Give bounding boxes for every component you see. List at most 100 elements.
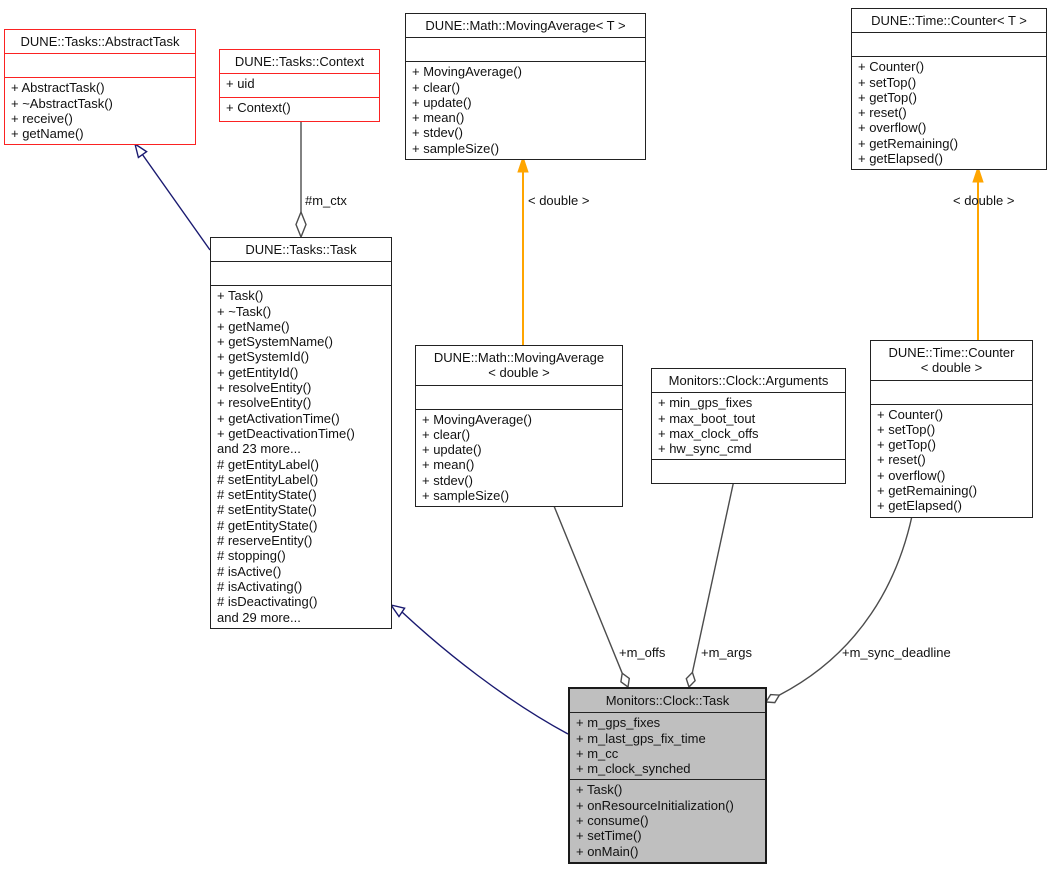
aggregation-diamond-m-ctx [295,210,307,239]
member-row: + m_last_gps_fix_time [576,730,706,746]
attributes-compartment [5,53,195,77]
class-title: DUNE::Math::MovingAverage < double > [433,350,605,381]
methods-compartment: + Context() [220,97,379,121]
attributes-compartment: + m_gps_fixes+ m_last_gps_fix_time+ m_cc… [570,712,765,779]
member-row: + stdev() [422,472,473,488]
member-row: + Task() [217,288,264,304]
member-row: + stdev() [412,125,463,141]
member-row: + getActivationTime() [217,410,340,426]
class-box-dune-tasks-abstracttask[interactable]: DUNE::Tasks::AbstractTask + AbstractTask… [4,29,196,146]
member-row: + overflow() [877,467,946,483]
member-row: + getName() [11,126,84,142]
attributes-compartment: + uid [220,73,379,97]
edge-inheritance-clocktask-to-task [401,611,569,735]
methods-compartment: + Task()+ ~Task()+ getName()+ getSystemN… [211,285,391,628]
template-arrowhead-counter [972,165,984,183]
member-row: + Task() [576,782,623,798]
class-box-dune-time-counter-double[interactable]: DUNE::Time::Counter < double > + Counter… [870,340,1033,518]
class-box-monitors-clock-arguments[interactable]: Monitors::Clock::Arguments + min_gps_fix… [651,368,846,485]
methods-compartment: + Counter()+ setTop()+ getTop()+ reset()… [871,403,1032,517]
aggregation-diamond-m-sync-deadline [764,693,781,704]
class-title: DUNE::Time::Counter< T > [871,13,1027,28]
edge-inheritance-task-to-abstracttask [141,154,211,251]
member-row: + uid [226,76,255,92]
methods-compartment: + MovingAverage()+ clear()+ update()+ me… [416,408,622,507]
inheritance-arrowhead-abstracttask [133,142,148,159]
class-box-monitors-clock-task[interactable]: Monitors::Clock::Task + m_gps_fixes+ m_l… [568,687,767,864]
inheritance-arrowhead-task [389,603,406,618]
edge-aggregation-m-args [691,479,735,673]
member-row: + m_gps_fixes [576,715,661,731]
class-box-dune-math-movingaverage-double[interactable]: DUNE::Math::MovingAverage < double > + M… [415,345,623,508]
methods-compartment: + AbstractTask()+ ~AbstractTask()+ recei… [5,77,195,144]
member-row: # setEntityState() [217,487,317,503]
class-box-dune-tasks-context[interactable]: DUNE::Tasks::Context + uid + Context() [219,49,380,123]
template-arrowhead-movingaverage [517,155,529,173]
member-row: # isActivating() [217,578,303,594]
member-row: + sampleSize() [422,488,510,504]
member-row: # stopping() [217,548,286,564]
member-row: and 23 more... [217,441,301,457]
member-row: + getElapsed() [877,498,962,514]
member-row: + consume() [576,813,649,829]
member-row: + getDeactivationTime() [217,425,355,441]
member-row: # getEntityLabel() [217,456,319,472]
member-row: + mean() [412,110,465,126]
member-row: + resolveEntity() [217,380,312,396]
member-row: + Counter() [877,406,944,422]
edge-label-m-sync-deadline: +m_sync_deadline [842,645,951,660]
member-row: + sampleSize() [412,140,500,156]
member-row: # isDeactivating() [217,594,318,610]
member-row: + clear() [412,79,461,95]
member-row: + getRemaining() [877,483,978,499]
member-row: + onMain() [576,843,639,859]
member-row: + min_gps_fixes [658,395,753,411]
member-row: + getRemaining() [858,135,959,151]
member-row: + Context() [226,100,291,116]
edge-label-template-double-right: < double > [953,193,1015,208]
methods-compartment: + Counter()+ setTop()+ getTop()+ reset()… [852,56,1046,169]
member-row: + resolveEntity() [217,395,312,411]
methods-compartment: + MovingAverage()+ clear()+ update()+ me… [406,61,645,159]
member-row: # getEntityState() [217,517,318,533]
member-row: + ~Task() [217,303,272,319]
member-row: + Counter() [858,59,925,75]
edge-aggregation-m-sync-deadline [778,515,913,696]
member-row: # setEntityState() [217,502,317,518]
member-row: + getSystemId() [217,349,310,365]
member-row: + ~AbstractTask() [11,95,113,111]
member-row: + hw_sync_cmd [658,441,752,457]
member-row: + update() [412,94,472,110]
class-box-dune-math-movingaverage-t[interactable]: DUNE::Math::MovingAverage< T > + MovingA… [405,13,646,161]
edge-label-m-ctx: #m_ctx [305,193,347,208]
class-title: DUNE::Tasks::AbstractTask [20,34,180,49]
member-row: + receive() [11,110,73,126]
attributes-compartment [211,261,391,285]
member-row: + m_clock_synched [576,761,691,777]
attributes-compartment: + min_gps_fixes+ max_boot_tout+ max_cloc… [652,392,845,459]
attributes-compartment [852,32,1046,56]
member-row: + reset() [877,452,926,468]
attributes-compartment [871,379,1032,404]
member-row: + overflow() [858,120,927,136]
member-row: + MovingAverage() [412,64,522,80]
member-row: # isActive() [217,563,282,579]
class-box-dune-time-counter-t[interactable]: DUNE::Time::Counter< T > + Counter()+ se… [851,8,1047,171]
edge-label-m-offs: +m_offs [619,645,666,660]
member-row: # reserveEntity() [217,533,313,549]
member-row: + reset() [858,105,907,121]
member-row: and 29 more... [217,609,301,625]
edge-label-template-double-left: < double > [528,193,590,208]
attributes-compartment [406,37,645,61]
class-box-dune-tasks-task[interactable]: DUNE::Tasks::Task + Task()+ ~Task()+ get… [210,237,392,629]
member-row: + setTime() [576,828,642,844]
class-title: Monitors::Clock::Arguments [668,373,829,388]
member-row: + max_boot_tout [658,410,756,426]
member-row: + MovingAverage() [422,411,532,427]
member-row: + clear() [422,426,471,442]
member-row: + getTop() [877,437,936,453]
class-title: DUNE::Math::MovingAverage< T > [425,18,626,33]
attributes-compartment [416,384,622,409]
member-row: + getName() [217,318,290,334]
